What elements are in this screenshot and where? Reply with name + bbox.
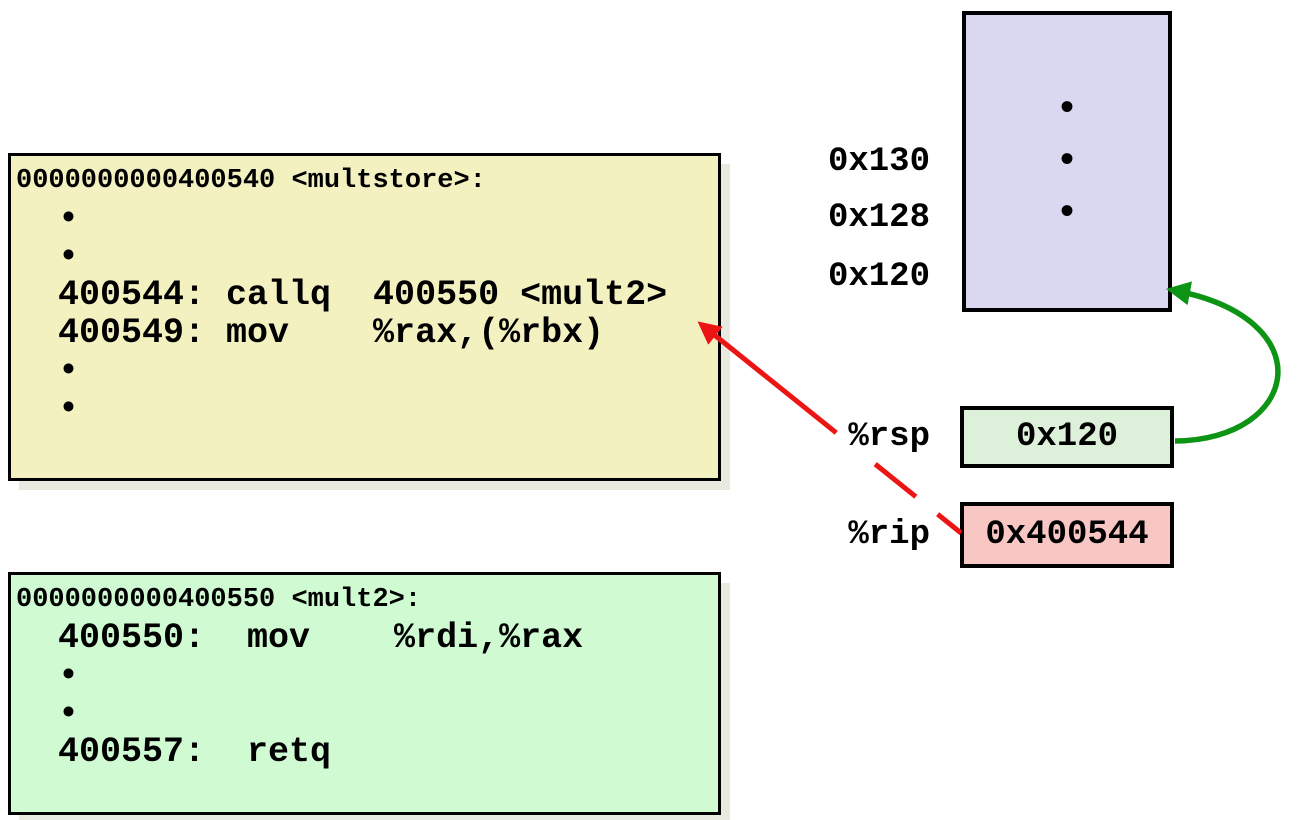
code-ellipsis-dot: •: [16, 199, 80, 239]
stack-ellipsis-dot: •: [1055, 87, 1079, 131]
code-ellipsis-dot: •: [16, 237, 80, 277]
mult2-header: 0000000000400550 <mult2>:: [16, 585, 422, 615]
rip-value-box: 0x400544: [960, 502, 1174, 568]
stack-ellipsis-dot: •: [1055, 191, 1079, 235]
stack-address-label-0x130: 0x130: [827, 143, 930, 181]
multstore-header: 0000000000400540 <multstore>:: [16, 166, 486, 196]
stack-memory-box: • • •: [962, 11, 1172, 312]
rsp-value: 0x120: [1015, 418, 1119, 456]
code-ellipsis-dot: •: [16, 656, 80, 696]
rsp-register-label: %rsp: [848, 418, 930, 456]
rip-register-label: %rip: [848, 516, 930, 554]
retq-instruction-line: 400557: retq: [16, 732, 332, 772]
mult2-disassembly-box: 0000000000400550 <mult2>: 400550: mov %r…: [8, 572, 721, 815]
rsp-to-stack-arrow: [1166, 281, 1281, 444]
stack-address-label-0x120: 0x120: [827, 258, 930, 296]
mov-instruction-line: 400550: mov %rdi,%rax: [16, 618, 584, 658]
rsp-value-box: 0x120: [960, 406, 1174, 468]
code-ellipsis-dot: •: [16, 389, 80, 429]
stack-ellipsis-dot: •: [1055, 139, 1079, 183]
stack-address-label-0x128: 0x128: [827, 199, 930, 237]
mov-instruction-line: 400549: mov %rax,(%rbx): [16, 313, 605, 353]
rip-value: 0x400544: [985, 516, 1149, 554]
code-ellipsis-dot: •: [16, 351, 80, 391]
multstore-disassembly-box: 0000000000400540 <multstore>: • • 400544…: [8, 153, 721, 481]
callq-instruction-line: 400544: callq 400550 <mult2>: [16, 275, 668, 315]
code-ellipsis-dot: •: [16, 694, 80, 734]
